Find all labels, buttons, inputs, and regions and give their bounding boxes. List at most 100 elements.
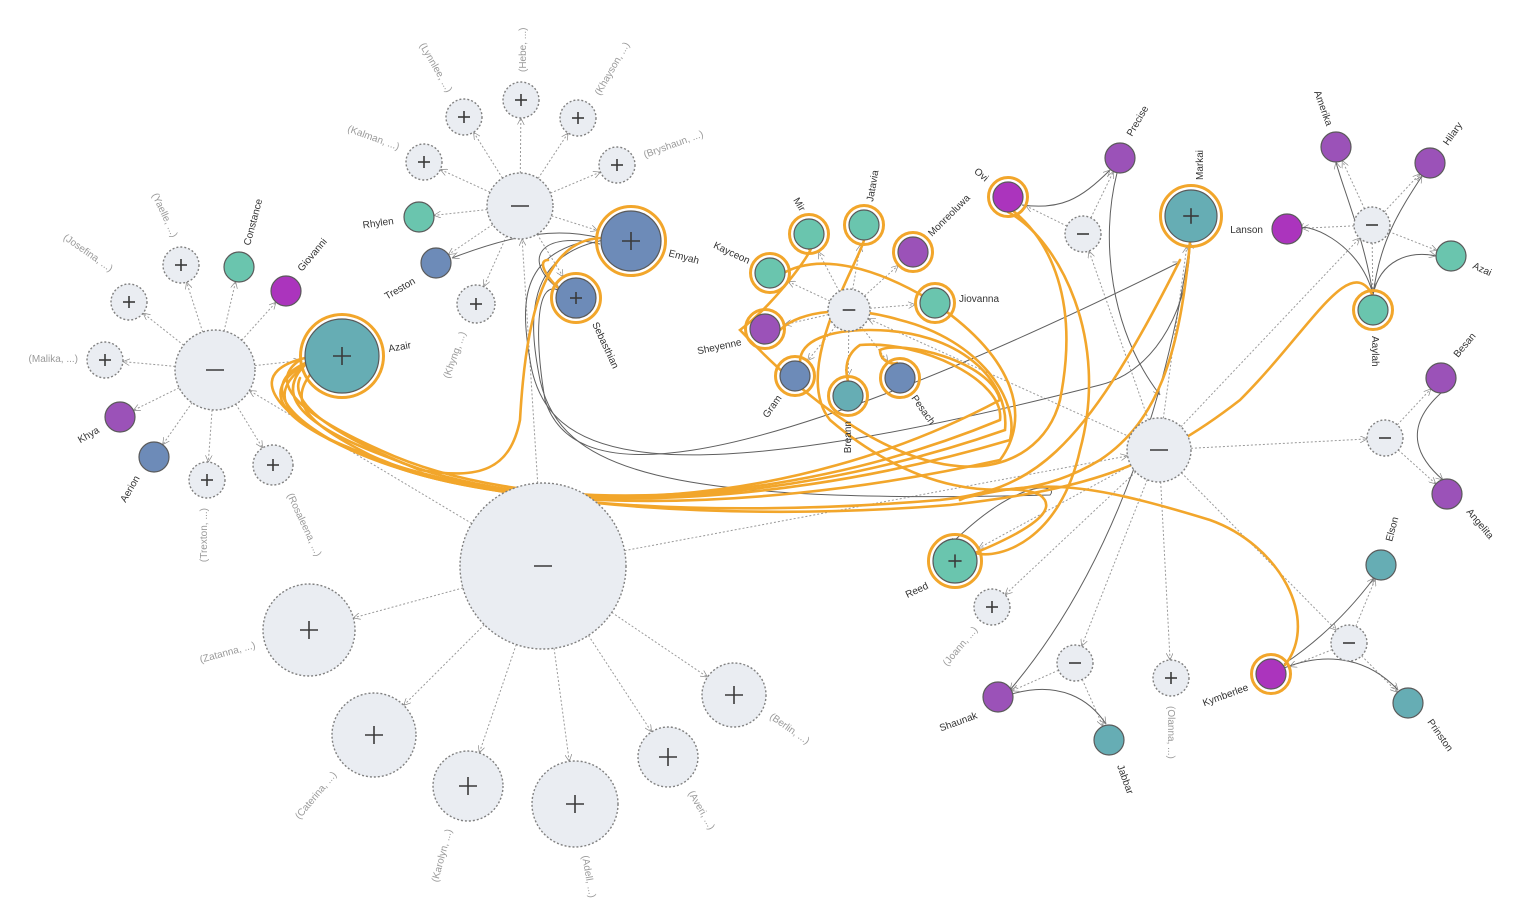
expanded-group-node[interactable] [486, 172, 554, 240]
collapsed-group-node[interactable] [637, 726, 699, 788]
node-circle[interactable] [779, 360, 811, 392]
collapsed-group-node[interactable] [262, 583, 356, 677]
node-circle[interactable] [1357, 294, 1389, 326]
highlighted-edge [738, 208, 1068, 468]
node-circle[interactable] [1425, 362, 1457, 394]
collapsed-group-node[interactable] [531, 760, 619, 848]
collapsed-group-node[interactable] [110, 283, 148, 321]
collapsed-group-node[interactable] [973, 588, 1011, 626]
node-circle[interactable] [1093, 724, 1125, 756]
person-node-pesach[interactable] [879, 357, 921, 399]
node-circle[interactable] [1271, 213, 1303, 245]
node-circle[interactable] [1431, 478, 1463, 510]
collapsed-group-node[interactable] [405, 143, 443, 181]
person-node-kymberlee[interactable] [1250, 653, 1292, 695]
person-node-angelita[interactable] [1431, 478, 1463, 510]
highlight-ring [987, 176, 1029, 218]
collapsed-group-node[interactable] [162, 246, 200, 284]
expanded-group-node[interactable] [459, 482, 627, 650]
person-node-giovanni[interactable] [270, 275, 302, 307]
membership-edge [1383, 174, 1419, 213]
collapsed-group-node[interactable] [598, 146, 636, 184]
person-node-mir[interactable] [788, 213, 830, 255]
node-circle[interactable] [793, 218, 825, 250]
person-node-emyah[interactable] [595, 205, 667, 277]
person-node-monreoluwa[interactable] [892, 231, 934, 273]
person-node-precise[interactable] [1104, 142, 1136, 174]
node-label: (Joann, ...) [941, 625, 980, 669]
person-node-kayceon[interactable] [749, 252, 791, 294]
expanded-group-node[interactable] [1064, 215, 1102, 253]
person-node-reed[interactable] [927, 533, 983, 589]
expanded-group-node[interactable] [1353, 206, 1391, 244]
person-node-azair[interactable] [299, 313, 385, 399]
person-node-aaylah[interactable] [1352, 289, 1394, 331]
person-node-shaunak[interactable] [982, 681, 1014, 713]
expanded-group-node[interactable] [827, 288, 871, 332]
person-node-jabbar[interactable] [1093, 724, 1125, 756]
collapsed-group-node[interactable] [252, 444, 294, 486]
node-circle[interactable] [270, 275, 302, 307]
node-circle[interactable] [1392, 687, 1424, 719]
node-circle[interactable] [1255, 658, 1287, 690]
expanded-group-node[interactable] [1330, 624, 1368, 662]
person-node-sebasthian[interactable] [550, 272, 602, 324]
person-node-elson[interactable] [1365, 549, 1397, 581]
expanded-group-node[interactable] [174, 329, 256, 411]
person-node-breann[interactable] [827, 375, 869, 417]
node-circle[interactable] [1320, 131, 1352, 163]
expanded-group-node[interactable] [1126, 417, 1192, 483]
node-circle[interactable] [919, 287, 951, 319]
node-circle[interactable] [104, 401, 136, 433]
collapsed-group-node[interactable] [86, 341, 124, 379]
person-node-markai[interactable] [1159, 184, 1223, 248]
node-circle[interactable] [832, 380, 864, 412]
collapsed-group-node[interactable] [331, 692, 417, 778]
node-circle[interactable] [754, 257, 786, 289]
collapsed-group-node[interactable] [456, 284, 496, 324]
node-circle[interactable] [138, 441, 170, 473]
node-circle[interactable] [223, 251, 255, 283]
collapsed-group-node[interactable] [188, 461, 226, 499]
collapsed-group-node[interactable] [445, 98, 483, 136]
node-circle[interactable] [897, 236, 929, 268]
person-node-besan[interactable] [1425, 362, 1457, 394]
expanded-group-node[interactable] [1056, 644, 1094, 682]
collapsed-group-node[interactable] [701, 662, 767, 728]
node-circle[interactable] [749, 313, 781, 345]
person-node-constance[interactable] [223, 251, 255, 283]
person-node-sheyenne[interactable] [744, 308, 786, 350]
node-circle[interactable] [1414, 147, 1446, 179]
node-circle[interactable] [884, 362, 916, 394]
person-node-hilary[interactable] [1414, 147, 1446, 179]
person-node-jiovanna[interactable] [914, 282, 956, 324]
expanded-group-node[interactable] [1366, 419, 1404, 457]
person-node-jatavia[interactable] [843, 204, 885, 246]
person-node-gram[interactable] [774, 355, 816, 397]
node-circle[interactable] [1435, 240, 1467, 272]
membership-edge [1089, 251, 1149, 420]
membership-edge [1090, 171, 1114, 219]
node-circle[interactable] [1365, 549, 1397, 581]
node-circle[interactable] [982, 681, 1014, 713]
person-node-khya[interactable] [104, 401, 136, 433]
collapsed-group-node[interactable] [432, 750, 504, 822]
collapsed-group-node[interactable] [1152, 659, 1190, 697]
collapsed-group-node[interactable] [559, 99, 597, 137]
person-node-ovi[interactable] [987, 176, 1029, 218]
person-node-aerion[interactable] [138, 441, 170, 473]
person-node-lanson[interactable] [1271, 213, 1303, 245]
relationship-edge [1283, 658, 1398, 690]
person-node-prinston[interactable] [1392, 687, 1424, 719]
person-node-treston[interactable] [420, 247, 452, 279]
collapsed-group-node[interactable] [502, 81, 540, 119]
node-circle[interactable] [1104, 142, 1136, 174]
person-node-azai[interactable] [1435, 240, 1467, 272]
node-circle[interactable] [848, 209, 880, 241]
node-circle[interactable] [420, 247, 452, 279]
node-circle[interactable] [992, 181, 1024, 213]
node-circle[interactable] [403, 201, 435, 233]
person-node-rhylen[interactable] [403, 201, 435, 233]
person-node-amerika[interactable] [1320, 131, 1352, 163]
